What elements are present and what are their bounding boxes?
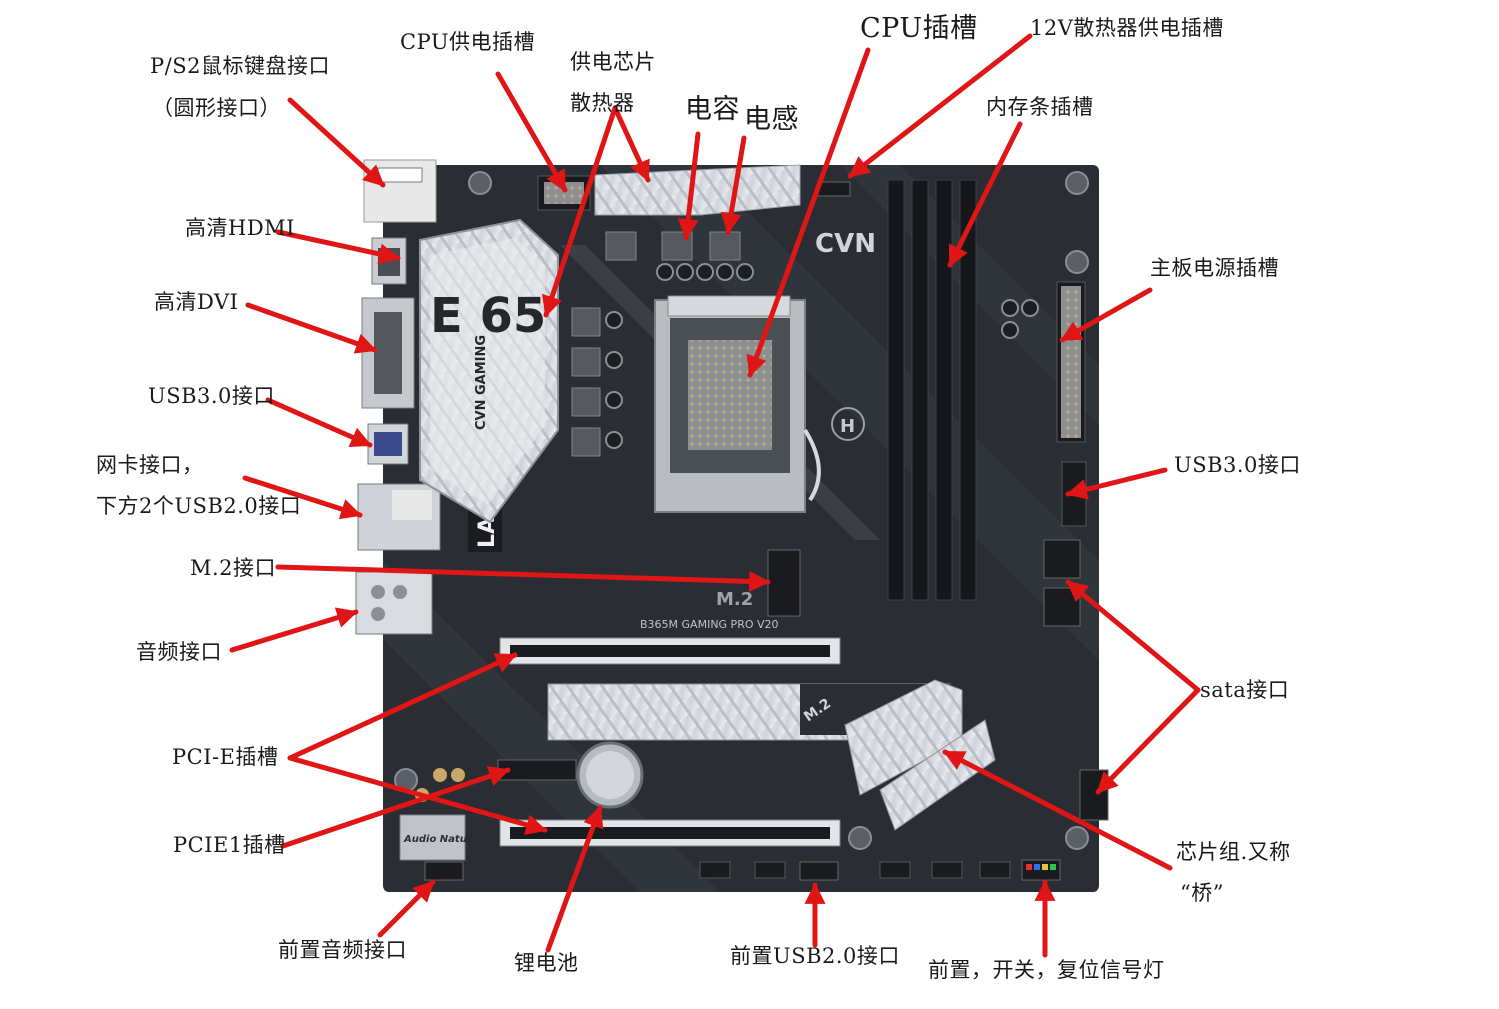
m2-slot: M.2 xyxy=(716,549,801,617)
vrm-heatsink-left: E 65 CVN GAMING xyxy=(419,218,559,524)
arrow-inductor xyxy=(720,135,747,235)
label-chipset-2: “桥” xyxy=(1180,881,1224,905)
label-m2: M.2接口 xyxy=(190,556,277,580)
arrow-chipset xyxy=(942,749,1173,871)
arrow-audio xyxy=(229,607,359,653)
arrow-m2 xyxy=(275,564,771,592)
label-inductor: 电感 xyxy=(744,104,799,135)
arrow-vrm-heatsink xyxy=(542,105,618,318)
arrow-sata-1 xyxy=(1065,579,1201,693)
inductors xyxy=(571,231,741,457)
arrow-fan-12v xyxy=(847,33,1033,179)
label-front-usb2: 前置USB2.0接口 xyxy=(730,944,900,968)
audio-jacks xyxy=(355,571,433,635)
audio-area: Audio Nature xyxy=(399,768,479,861)
label-vrm-chip: 供电芯片 xyxy=(570,50,656,74)
label-cpu-socket: CPU插槽 xyxy=(860,13,978,44)
m2-slot-label: M.2 xyxy=(716,589,753,610)
bottom-headers xyxy=(424,859,1061,881)
heatsink-model: E 65 xyxy=(430,288,546,344)
label-audio: 音频接口 xyxy=(136,640,222,664)
audio-badge: Audio Nature xyxy=(403,834,479,845)
arrow-pcie1 xyxy=(280,766,511,849)
arrow-dimm xyxy=(947,121,1023,268)
cpu-socket: H xyxy=(654,295,865,513)
label-pcie: PCI-E插槽 xyxy=(172,745,279,769)
front-usb2-header xyxy=(799,861,839,881)
dimm-slots xyxy=(887,179,977,601)
capacitors xyxy=(605,263,1039,449)
model-text: B365M GAMING PRO V20 xyxy=(640,618,779,631)
label-ps2: P/S2鼠标键盘接口 xyxy=(150,54,330,78)
arrow-main-power xyxy=(1059,287,1153,343)
arrow-vrm-chip xyxy=(612,105,651,183)
arrow-cpu-socket xyxy=(746,47,871,378)
arrow-ps2 xyxy=(287,97,386,188)
heatsink-brand: CVN GAMING xyxy=(474,335,489,430)
label-front-panel: 前置，开关，复位信号灯 xyxy=(928,958,1165,982)
cpu-badge: H xyxy=(840,416,855,437)
label-usb3-front: USB3.0接口 xyxy=(1174,453,1301,477)
label-battery: 锂电池 xyxy=(514,951,579,975)
label-main-power: 主板电源插槽 xyxy=(1150,256,1279,280)
arrow-capacitor xyxy=(677,131,701,241)
label-lan-2: 下方2个USB2.0接口 xyxy=(96,494,302,518)
label-sata: sata接口 xyxy=(1200,678,1290,702)
callout-arrows xyxy=(229,33,1201,958)
arrow-pcie-top xyxy=(287,652,518,761)
cmos-battery xyxy=(576,741,644,809)
label-ps2-sub: （圆形接口） xyxy=(152,96,281,120)
label-vrm-heatsink: 散热器 xyxy=(570,91,635,115)
fan-header xyxy=(817,181,851,197)
vendor-logo: CVN xyxy=(815,229,876,259)
chipset-heatsink xyxy=(844,679,996,831)
arrow-pcie-bottom xyxy=(287,755,548,835)
arrow-dvi xyxy=(245,302,378,354)
label-fan-12v: 12V散热器供电插槽 xyxy=(1030,16,1224,40)
label-capacitor: 电容 xyxy=(685,94,740,125)
arrow-hdmi xyxy=(275,229,401,265)
arrow-usb3-rear xyxy=(265,397,373,448)
arrow-battery xyxy=(545,805,604,953)
arrow-cpu-power xyxy=(495,71,568,193)
label-lan-1: 网卡接口， xyxy=(96,453,204,477)
label-chipset-1: 芯片组.又称 xyxy=(1176,840,1291,864)
label-usb3-rear: USB3.0接口 xyxy=(148,384,275,408)
arrow-front-audio xyxy=(377,879,436,938)
arrow-lan xyxy=(242,475,363,520)
label-front-audio: 前置音频接口 xyxy=(278,938,407,962)
label-dvi: 高清DVI xyxy=(154,290,239,314)
arrow-sata-2 xyxy=(1095,687,1201,795)
arrow-usb3-front xyxy=(1065,467,1168,500)
label-pcie1: PCIE1插槽 xyxy=(173,833,286,857)
label-dimm: 内存条插槽 xyxy=(986,95,1094,119)
front-audio-header xyxy=(424,861,464,881)
label-hdmi: 高清HDMI xyxy=(185,216,295,240)
label-cpu-power: CPU供电插槽 xyxy=(400,30,536,54)
